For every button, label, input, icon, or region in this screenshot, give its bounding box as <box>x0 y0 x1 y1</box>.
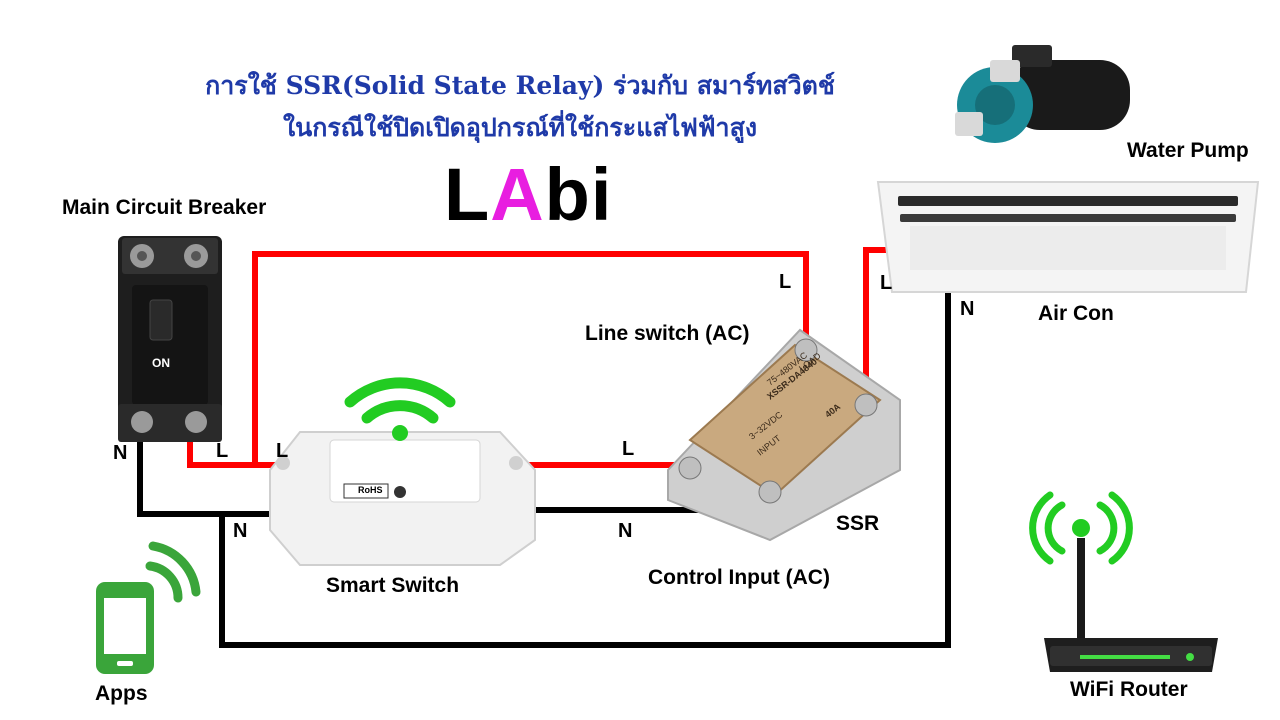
smartphone-icon <box>96 541 201 674</box>
labi-logo: LAbi <box>444 152 612 237</box>
wire-label-breaker-l: L <box>216 440 229 462</box>
wifi-router <box>1044 538 1218 672</box>
title-line-1: การใช้ SSR(Solid State Relay) ร่วมกับ สม… <box>205 71 835 100</box>
ssr-line-switch-label: Line switch (AC) <box>585 322 750 345</box>
wifi-signal-icon <box>344 377 456 441</box>
water-pump-label: Water Pump <box>1127 139 1249 162</box>
live-wire-ssr-to-aircon <box>863 247 893 401</box>
wire-label-aircon-n: N <box>960 298 975 320</box>
wire-label-ssr-load-l: L <box>779 271 792 293</box>
air-con-label: Air Con <box>1038 302 1114 325</box>
air-conditioner <box>876 181 1260 293</box>
logo-part-1: L <box>444 153 491 236</box>
wire-label-switch-l: L <box>276 440 289 462</box>
water-pump <box>955 45 1130 143</box>
smart-switch-rohs-label: RoHS <box>358 485 383 495</box>
wire-label-switch-n: N <box>233 520 248 542</box>
ssr-label: SSR <box>836 512 880 535</box>
main-breaker-label: Main Circuit Breaker <box>62 196 267 219</box>
wire-label-breaker-n: N <box>113 442 128 464</box>
logo-part-2: A <box>490 153 545 236</box>
wires <box>137 247 951 648</box>
ssr-relay: XSSR-DA4840 75~480VAC 40A 3~32VDC INPUT … <box>667 328 901 542</box>
live-wire-breaker-to-ssr-line <box>252 251 809 463</box>
breaker-on-label: ON <box>152 356 170 370</box>
live-wire-breaker-to-switch <box>187 435 288 468</box>
neutral-wire-main-loop <box>219 287 951 648</box>
ssr-control-input-label: Control Input (AC) <box>648 566 830 589</box>
main-circuit-breaker <box>118 236 222 442</box>
apps-label: Apps <box>95 682 148 705</box>
logo-part-3: bi <box>544 153 613 236</box>
router-wifi-signal-icon <box>1029 491 1133 565</box>
neutral-wire-breaker-to-switch <box>137 437 278 517</box>
wire-label-ssr-input-n: N <box>618 520 633 542</box>
wifi-router-label: WiFi Router <box>1070 678 1188 701</box>
smart-switch-device <box>269 431 536 566</box>
wire-label-ssr-input-l: L <box>622 438 635 460</box>
title-line-2: ในกรณีใช้ปิดเปิดอุปกรณ์ที่ใช้กระแสไฟฟ้าส… <box>282 113 758 142</box>
smart-switch-label: Smart Switch <box>326 574 460 597</box>
wire-label-aircon-l: L <box>880 272 893 294</box>
